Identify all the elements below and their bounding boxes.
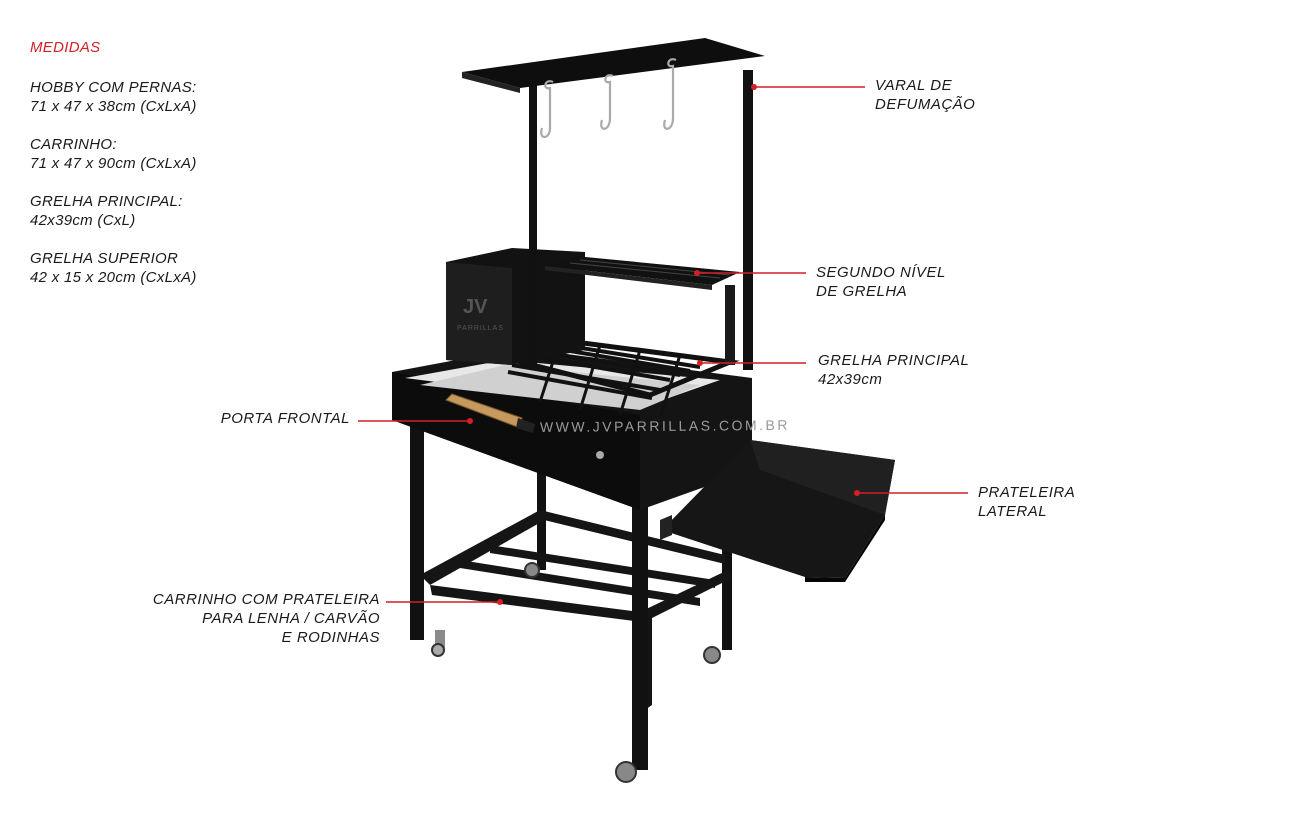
callout-line: DE GRELHA — [816, 283, 908, 300]
wheel-front-left — [431, 643, 445, 657]
leader-dot-prateleira — [854, 490, 860, 496]
callout-line: GRELHA PRINCIPAL — [818, 352, 970, 369]
wood-box-front — [446, 262, 512, 365]
door-handle-bracket — [516, 418, 535, 433]
rear-leg-right — [722, 520, 732, 650]
rack-post-left — [529, 80, 537, 370]
spec-label: HOBBY COM PERNAS: — [30, 79, 197, 96]
lower-shelf-frame — [420, 510, 732, 712]
callout-grelha-principal: GRELHA PRINCIPAL 42x39cm — [818, 351, 969, 389]
front-leg-left — [410, 420, 424, 640]
smoker-top-edge — [462, 72, 520, 93]
watermark: WWW.JVPARRILLAS.COM.BR — [540, 417, 790, 435]
spec-label: GRELHA SUPERIOR — [30, 250, 179, 267]
rack-post-right-inner — [725, 285, 735, 365]
callout-line: VARAL DE — [875, 77, 953, 94]
spec-label: GRELHA PRINCIPAL: — [30, 193, 183, 210]
callout-porta-frontal: PORTA FRONTAL — [180, 409, 350, 428]
door-handle — [445, 393, 523, 429]
callout-line: 42x39cm — [818, 371, 883, 388]
spec-value: 71 x 47 x 90cm (CxLxA) — [30, 155, 197, 172]
logo-sub: PARRILLAS — [457, 325, 504, 332]
leader-dot-grelha — [697, 360, 703, 366]
firebox-front — [392, 372, 640, 510]
leader-dot-porta — [467, 418, 473, 424]
callout-line: E RODINHAS — [281, 629, 380, 646]
callout-line: LATERAL — [978, 503, 1048, 520]
wheel-rear-right — [703, 646, 721, 664]
callout-line: PARA LENHA / CARVÃO — [202, 610, 380, 627]
spec-carrinho: CARRINHO: 71 x 47 x 90cm (CxLxA) — [30, 135, 197, 173]
callout-prateleira-lateral: PRATELEIRA LATERAL — [978, 483, 1075, 521]
smoker-hooks — [540, 58, 677, 139]
leader-dot-varal — [751, 84, 757, 90]
leader-dot-segundo — [694, 270, 700, 276]
wheel-rear-left — [524, 562, 540, 578]
leader-dot-carrinho — [497, 599, 503, 605]
door-latch — [596, 451, 604, 459]
specs-panel: MEDIDAS HOBBY COM PERNAS: 71 x 47 x 38cm… — [30, 38, 197, 306]
spec-value: 71 x 47 x 38cm (CxLxA) — [30, 98, 197, 115]
callout-line: PORTA FRONTAL — [220, 410, 350, 427]
callout-varal: VARAL DE DEFUMAÇÃO — [875, 76, 975, 114]
rack-post-right — [743, 70, 753, 370]
spec-label: CARRINHO: — [30, 136, 117, 153]
foot-left — [435, 630, 445, 648]
callout-line: SEGUNDO NÍVEL — [816, 264, 946, 281]
callout-line: PRATELEIRA — [978, 484, 1076, 501]
front-leg-right — [632, 500, 648, 770]
spec-hobby: HOBBY COM PERNAS: 71 x 47 x 38cm (CxLxA) — [30, 78, 197, 116]
specs-title: MEDIDAS — [30, 39, 101, 56]
callout-carrinho: CARRINHO COM PRATELEIRA PARA LENHA / CAR… — [120, 590, 380, 647]
callout-segundo-nivel: SEGUNDO NÍVEL DE GRELHA — [816, 263, 946, 301]
spec-grelha-principal: GRELHA PRINCIPAL: 42x39cm (CxL) — [30, 192, 197, 230]
callout-line: CARRINHO COM PRATELEIRA — [152, 591, 380, 608]
firebox-floor — [420, 365, 700, 410]
logo-mark: JV — [463, 296, 488, 318]
smoker-top — [462, 38, 765, 88]
side-shelf — [660, 440, 895, 582]
wheel-front-right — [615, 761, 637, 783]
spec-value: 42 x 15 x 20cm (CxLxA) — [30, 269, 197, 286]
spec-value: 42x39cm (CxL) — [30, 212, 136, 229]
spec-grelha-superior: GRELHA SUPERIOR 42 x 15 x 20cm (CxLxA) — [30, 249, 197, 287]
callout-line: DEFUMAÇÃO — [875, 96, 976, 113]
